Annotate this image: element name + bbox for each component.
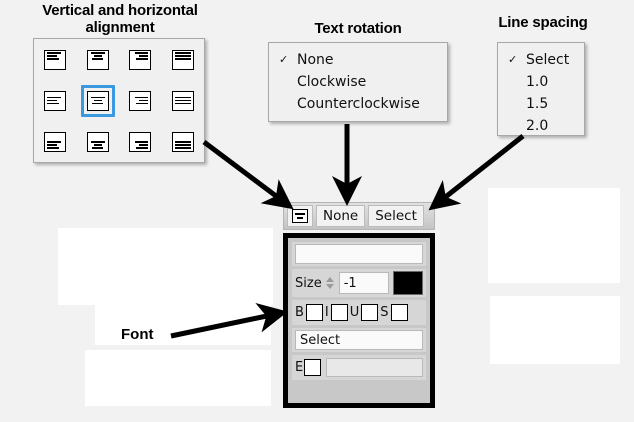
align-mid-just-icon <box>171 90 194 111</box>
spacing-menu-item-label: 2.0 <box>526 118 549 134</box>
font-name-input[interactable] <box>295 244 423 264</box>
font-style-checkbox-u[interactable] <box>361 304 379 321</box>
toolbar-alignment-button[interactable] <box>287 205 313 227</box>
font-select-row: Select <box>292 328 426 352</box>
align-bot-right-icon <box>129 131 152 152</box>
align-cell-bot-just[interactable] <box>166 126 200 158</box>
font-select-dropdown[interactable]: Select <box>295 330 423 350</box>
spacing-menu-item-1[interactable]: 1.0 <box>498 71 584 93</box>
align-cell-top-right[interactable] <box>123 44 157 76</box>
rotation-menu-item-2[interactable]: Counterclockwise <box>269 93 447 115</box>
font-effect-input[interactable] <box>326 358 423 377</box>
font-style-checkbox-b[interactable] <box>305 304 323 321</box>
callout-title-rotation: Text rotation <box>314 20 402 37</box>
rotation-menu-item-1[interactable]: Clockwise <box>269 71 447 93</box>
align-cell-mid-center[interactable] <box>80 84 115 117</box>
font-effect-checkbox[interactable] <box>304 359 322 376</box>
align-bot-center-icon <box>86 131 109 152</box>
callout-title-alignment-line1: Vertical and horizontal <box>42 2 198 19</box>
background-block <box>488 188 620 283</box>
background-block <box>58 228 273 305</box>
align-bot-just-icon <box>171 131 194 152</box>
rotation-menu-item-label: Clockwise <box>297 74 367 90</box>
background-block <box>490 296 620 364</box>
arrow-alignment <box>202 140 294 210</box>
font-style-checkbox-i[interactable] <box>330 304 348 321</box>
formatting-toolbar[interactable]: None Select <box>283 202 435 230</box>
spacing-menu-item-label: 1.5 <box>526 96 549 112</box>
callout-title-font: Font <box>121 326 154 343</box>
spinner-down-icon[interactable] <box>326 284 335 289</box>
spacing-menu-item-0[interactable]: ✓ Select <box>498 49 584 71</box>
align-cell-top-just[interactable] <box>166 44 200 76</box>
font-size-row: Size -1 <box>292 269 426 297</box>
background-block <box>85 350 271 406</box>
spinner-up-icon[interactable] <box>326 277 335 282</box>
spacing-menu-item-3[interactable]: 2.0 <box>498 115 584 137</box>
font-style-label-u: U <box>349 305 360 320</box>
align-top-just-icon <box>171 49 194 70</box>
rotation-menu-item-label: None <box>297 52 334 68</box>
align-top-left-icon <box>44 49 67 70</box>
align-center-icon <box>292 209 308 223</box>
font-effect-row: E <box>292 355 426 380</box>
font-size-spinner[interactable] <box>324 272 337 294</box>
font-effect-label: E <box>295 360 304 375</box>
align-cell-bot-right[interactable] <box>123 126 157 158</box>
align-mid-right-icon <box>129 90 152 111</box>
font-style-label-i: I <box>324 305 329 320</box>
callout-title-alignment-line2: alignment <box>85 19 155 36</box>
align-cell-top-center[interactable] <box>81 44 115 76</box>
align-cell-bot-left[interactable] <box>38 126 72 158</box>
line-spacing-menu-list[interactable]: ✓ Select 1.0 1.5 2.0 <box>498 43 584 135</box>
callout-title-spacing: Line spacing <box>498 14 588 31</box>
align-cell-mid-left[interactable] <box>38 85 72 117</box>
font-color-swatch[interactable] <box>393 271 423 295</box>
toolbar-rotation-button[interactable]: None <box>316 205 366 227</box>
align-cell-bot-center[interactable] <box>81 126 115 158</box>
check-icon: ✓ <box>279 53 289 66</box>
spacing-menu-item-label: 1.0 <box>526 74 549 90</box>
check-icon: ✓ <box>508 53 518 66</box>
line-spacing-menu[interactable]: ✓ Select 1.0 1.5 2.0 <box>497 42 585 136</box>
alignment-panel[interactable] <box>33 38 205 163</box>
spacing-menu-item-label: Select <box>526 52 570 68</box>
font-style-label-b: B <box>295 305 304 320</box>
rotation-menu-item-label: Counterclockwise <box>297 96 420 112</box>
callout-title-alignment: Vertical and horizontal alignment <box>14 2 226 36</box>
align-mid-left-icon <box>44 90 67 111</box>
align-cell-top-left[interactable] <box>38 44 72 76</box>
font-style-label-s: S <box>380 305 389 320</box>
align-cell-mid-just[interactable] <box>166 85 200 117</box>
font-size-label: Size <box>295 275 322 291</box>
font-style-checkbox-s[interactable] <box>390 304 408 321</box>
align-cell-mid-right[interactable] <box>123 85 157 117</box>
font-panel[interactable]: Size -1 B I U S Select E <box>283 233 435 408</box>
spacing-menu-item-2[interactable]: 1.5 <box>498 93 584 115</box>
alignment-grid[interactable] <box>34 39 204 162</box>
font-size-input[interactable]: -1 <box>338 272 389 294</box>
toolbar-spacing-button[interactable]: Select <box>368 205 424 227</box>
align-top-center-icon <box>86 49 109 70</box>
align-mid-center-icon <box>86 90 109 111</box>
font-name-row <box>292 242 426 266</box>
align-top-right-icon <box>129 49 152 70</box>
align-bot-left-icon <box>44 131 67 152</box>
rotation-menu-item-0[interactable]: ✓ None <box>269 49 447 71</box>
